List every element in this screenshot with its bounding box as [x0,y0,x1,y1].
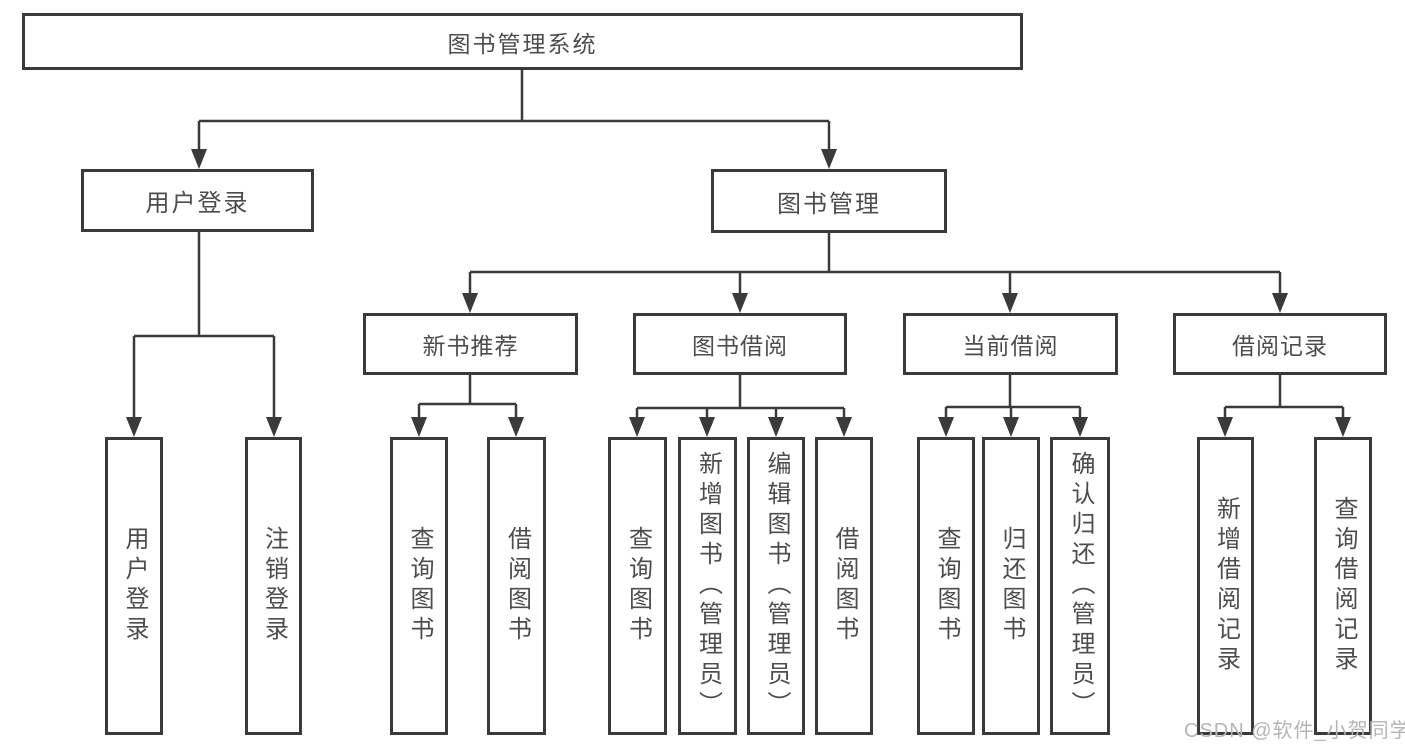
node-book-management: 图书管理 [711,169,947,233]
node-recommend-borrow-books: 借阅图书 [487,437,546,735]
node-book-borrowing: 图书借阅 [633,313,847,375]
leaf-label: 查询借阅记录 [1330,496,1357,676]
node-current-borrowing: 当前借阅 [903,313,1118,375]
node-current-return-books: 归还图书 [982,437,1040,735]
node-borrow-search-books: 查询图书 [608,437,667,735]
leaf-label: 借阅图书 [831,526,858,646]
leaf-label: 编辑图书（管理员） [763,451,790,721]
node-library-management-system: 图书管理系统 [22,13,1023,70]
node-borrow-borrow-books: 借阅图书 [815,437,873,735]
node-records-add-borrow-record: 新增借阅记录 [1197,437,1254,735]
node-records-search-borrow-record: 查询借阅记录 [1314,437,1372,735]
node-new-book-recommendation: 新书推荐 [363,313,578,375]
leaf-label: 查询图书 [624,526,652,646]
watermark: CSDN @软件_小贺同学 [1184,720,1405,742]
leaf-label: 新增借阅记录 [1212,496,1240,676]
node-recommend-search-books: 查询图书 [390,437,448,735]
leaf-label: 确认归还（管理员） [1067,451,1094,721]
node-logout-login: 注销登录 [245,437,302,735]
leaf-label: 新增图书（管理员） [694,451,722,721]
node-borrow-edit-books-admin: 编辑图书（管理员） [747,437,805,735]
node-user-login-leaf: 用户登录 [105,437,163,735]
leaf-label: 用户登录 [121,526,148,646]
leaf-label: 注销登录 [260,526,288,646]
node-current-search-books: 查询图书 [917,437,975,735]
leaf-label: 归还图书 [998,526,1025,646]
node-user-login: 用户登录 [81,169,314,232]
leaf-label: 查询图书 [406,526,433,646]
node-borrow-add-books-admin: 新增图书（管理员） [678,437,737,735]
node-current-confirm-return-admin: 确认归还（管理员） [1050,437,1110,735]
node-borrowing-records: 借阅记录 [1173,313,1387,375]
leaf-label: 查询图书 [933,526,960,646]
leaf-label: 借阅图书 [503,526,531,646]
